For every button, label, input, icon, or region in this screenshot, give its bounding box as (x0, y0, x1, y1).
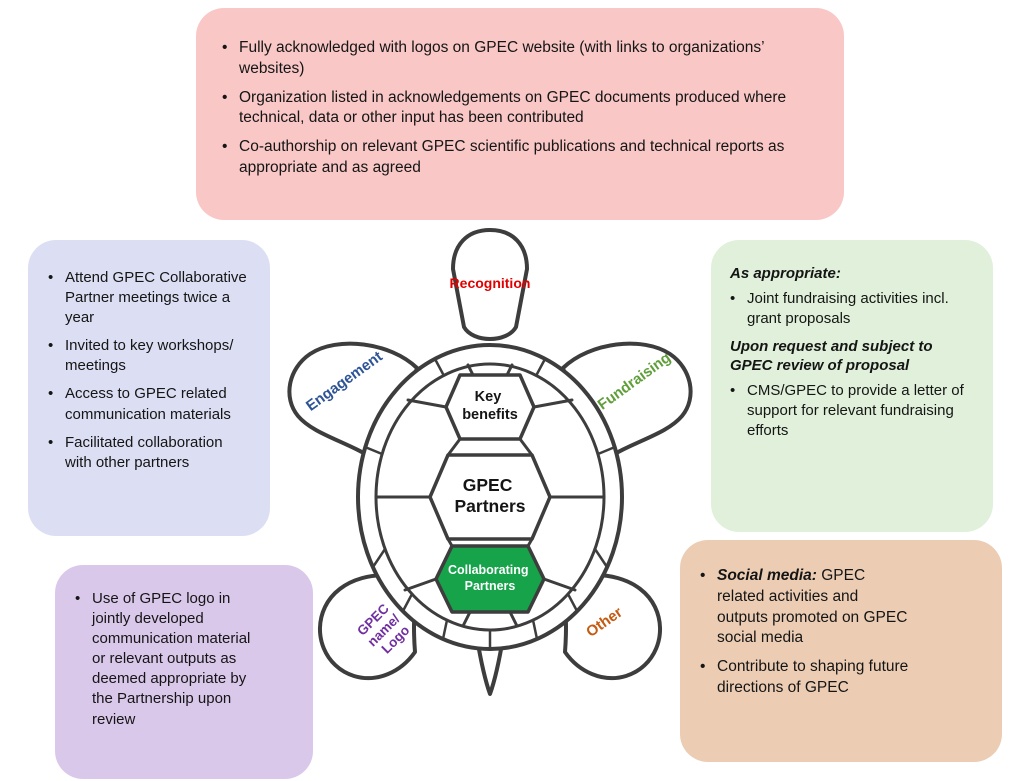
collaborating-partners-line2: Partners (465, 579, 516, 593)
bullet-icon (48, 336, 65, 376)
benefit-text: Facilitated collaboration with other par… (65, 433, 223, 471)
fundraising-benefits-box: As appropriate: Joint fundraising activi… (711, 240, 993, 532)
bullet-icon (48, 268, 65, 328)
engagement-benefits-box: Attend GPEC Collaborative Partner meetin… (28, 240, 270, 536)
benefit-text: Co-authorship on relevant GPEC scientifi… (239, 138, 785, 176)
benefit-text: Fully acknowledged with logos on GPEC we… (239, 39, 764, 77)
bullet-icon (48, 433, 65, 473)
list-item: Use of GPEC logo in jointly developed co… (75, 589, 261, 730)
benefit-lead: Social media: (717, 567, 817, 584)
turtle-diagram: Recognition Engagement Fundraising GPEC … (287, 228, 693, 696)
list-item: Contribute to shaping future directions … (700, 657, 910, 699)
list-item: Fully acknowledged with logos on GPEC we… (222, 38, 810, 80)
bullet-icon (730, 289, 747, 329)
condition-note: As appropriate: (730, 265, 841, 282)
shell-scute-lines (374, 363, 606, 628)
gpec-partners-line2: Partners (454, 496, 525, 516)
gpec-partners-line1: GPEC (463, 475, 513, 495)
list-item: Joint fundraising activities incl. grant… (730, 289, 975, 329)
list-item: Attend GPEC Collaborative Partner meetin… (48, 268, 248, 328)
head (451, 228, 529, 341)
list-item: Invited to key workshops/ meetings (48, 336, 248, 376)
shell-marginal-ticks (363, 357, 617, 651)
collaborating-partners-label: Collaborating Partners (448, 563, 532, 593)
head-label: Recognition (450, 275, 531, 291)
gpec-partners-hexagon (428, 453, 552, 541)
benefit-text: Use of GPEC logo in jointly developed co… (92, 590, 251, 728)
benefit-text: Access to GPEC related communication mat… (65, 385, 231, 423)
condition-note: Upon request and subject to GPEC review … (730, 337, 933, 375)
list-item: Access to GPEC related communication mat… (48, 384, 248, 424)
list-item: Social media: GPEC related activities an… (700, 566, 910, 649)
key-benefits-hexagon (444, 373, 536, 441)
benefit-rest: GPEC related activities and outputs prom… (717, 567, 908, 647)
list-item: Facilitated collaboration with other par… (48, 433, 248, 473)
gpec-partners-label: GPEC Partners (454, 475, 525, 516)
recognition-benefits-box: Fully acknowledged with logos on GPEC we… (196, 8, 844, 220)
bullet-icon (75, 589, 92, 730)
gpec-logo-benefits-box: Use of GPEC logo in jointly developed co… (55, 565, 313, 779)
benefit-text: Attend GPEC Collaborative Partner meetin… (65, 269, 247, 327)
tail (475, 636, 505, 696)
collaborating-partners-hexagon (434, 544, 546, 614)
benefit-text: CMS/GPEC to provide a letter of support … (747, 381, 964, 439)
benefit-text: Joint fundraising activities incl. grant… (747, 289, 949, 327)
key-benefits-line2: benefits (462, 407, 518, 423)
benefit-text: Social media: GPEC related activities an… (717, 566, 910, 649)
benefit-text: Organization listed in acknowledgements … (239, 88, 787, 127)
bullet-icon (730, 381, 747, 441)
benefit-text: Invited to key workshops/ meetings (65, 337, 234, 375)
key-benefits-line1: Key (475, 389, 502, 405)
other-benefits-box: Social media: GPEC related activities an… (680, 540, 1002, 762)
list-item: Co-authorship on relevant GPEC scientifi… (222, 137, 810, 179)
collaborating-partners-line1: Collaborating (448, 563, 529, 577)
bullet-icon (222, 88, 239, 130)
benefit-text: Contribute to shaping future directions … (717, 658, 909, 696)
list-item: CMS/GPEC to provide a letter of support … (730, 381, 975, 441)
bullet-icon (48, 384, 65, 424)
key-benefits-label: Key benefits (462, 389, 518, 423)
bullet-icon (222, 38, 239, 80)
list-item: Organization listed in acknowledgements … (222, 88, 810, 130)
bullet-icon (222, 137, 239, 179)
